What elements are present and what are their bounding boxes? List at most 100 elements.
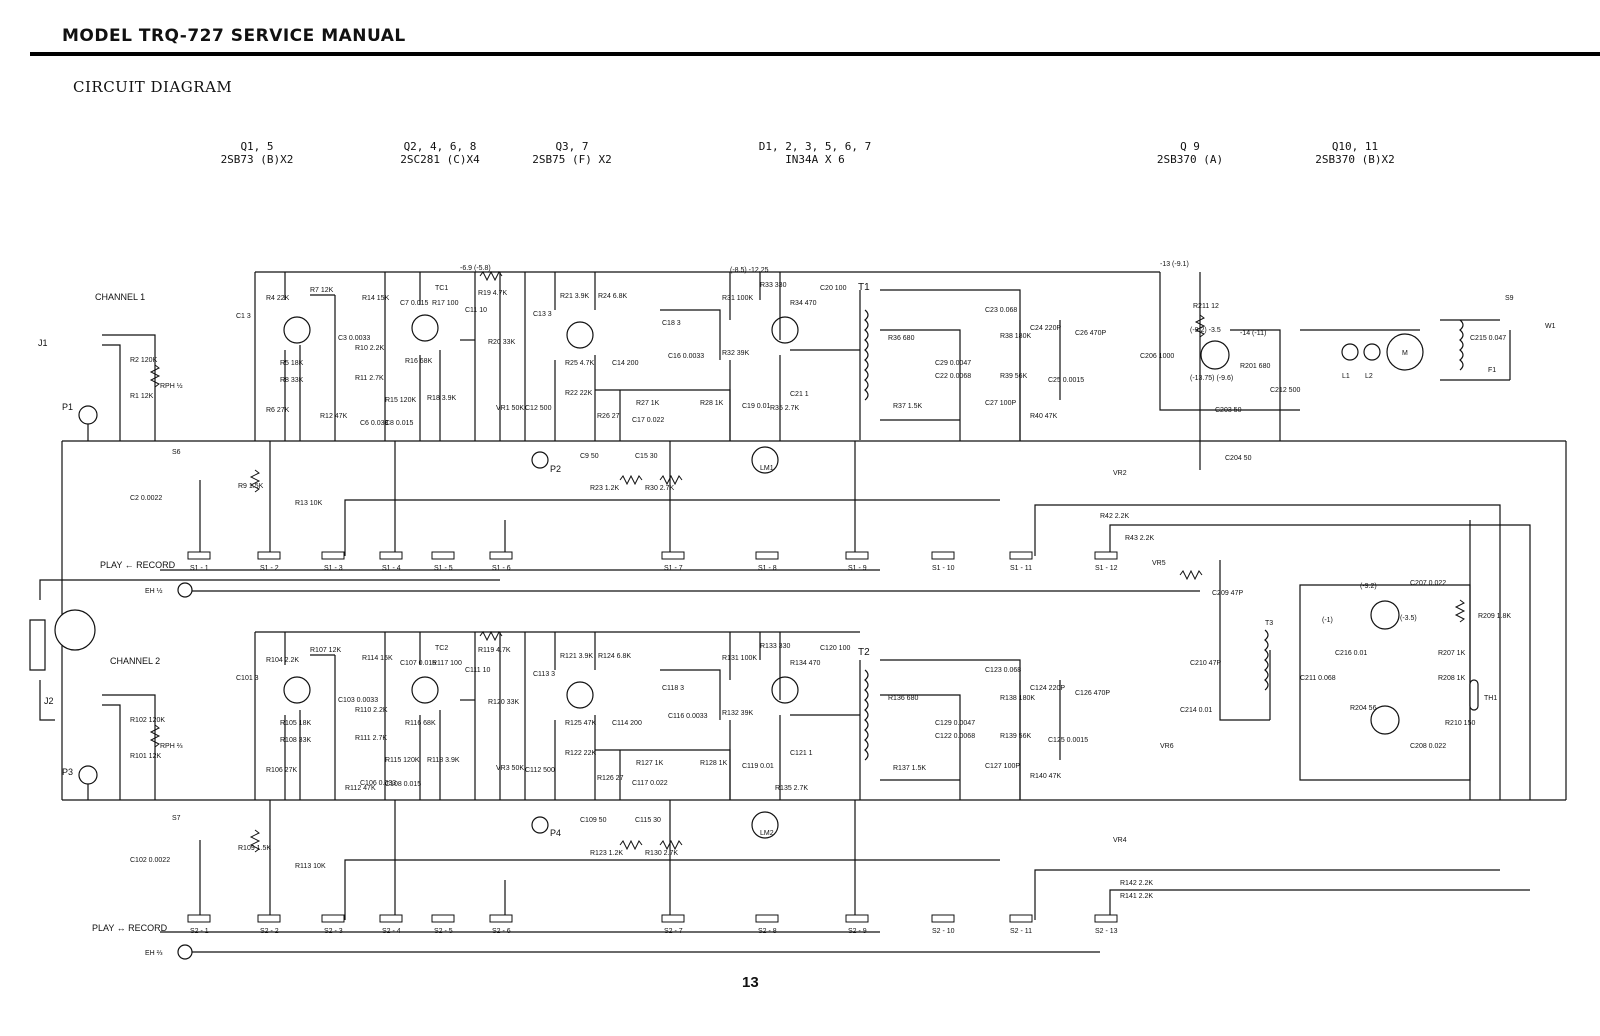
switch-label: S2 - 3 — [324, 928, 343, 935]
comp-label: C2 0.0022 — [130, 495, 162, 502]
section-title: CIRCUIT DIAGRAM — [73, 78, 233, 96]
play-record-1: PLAY ← RECORD — [100, 560, 176, 570]
comp-label: R132 39K — [722, 710, 753, 717]
comp-label: R18 3.9K — [427, 395, 457, 402]
comp-label: R108 33K — [280, 737, 311, 744]
resistor-r23 — [619, 474, 643, 486]
voltage-label: (-9.2) -3.5 — [1190, 327, 1221, 334]
f1-label: F1 — [1488, 367, 1496, 374]
transistor-q6-symbol — [411, 676, 439, 704]
semiconductor-legend-d1: D1, 2, 3, 5, 6, 7 IN34A X 6 — [750, 140, 880, 166]
semi-ref: Q 9 — [1180, 140, 1200, 153]
comp-label: R138 180K — [1000, 695, 1035, 702]
comp-label: R121 3.9K — [560, 653, 593, 660]
comp-label: C126 470P — [1075, 690, 1110, 697]
comp-label: R114 15K — [362, 655, 393, 662]
comp-label: C122 0.0068 — [935, 733, 975, 740]
comp-label: TC1 — [435, 285, 448, 292]
comp-label: R119 4.7K — [478, 647, 511, 654]
jack-p1 — [78, 405, 98, 425]
comp-label: R2 120K — [130, 357, 158, 364]
comp-label: C129 0.0047 — [935, 720, 975, 727]
comp-label: C103 0.0033 — [338, 697, 378, 704]
switch-label: S2 - 5 — [434, 928, 453, 935]
play-record-2: PLAY ↔ RECORD — [92, 923, 168, 933]
comp-label: R16 68K — [405, 358, 433, 365]
comp-label: R207 1K — [1438, 650, 1466, 657]
comp-label: C121 1 — [790, 750, 813, 757]
comp-label: R22 22K — [565, 390, 593, 397]
transistor-q8-symbol — [771, 676, 799, 704]
vr3-label: VR3 50K — [496, 765, 524, 772]
resistor-r19 — [479, 270, 503, 282]
comp-label: C114 200 — [612, 720, 642, 727]
comp-label: C111 10 — [465, 667, 491, 674]
semi-ref: Q1, 5 — [240, 140, 274, 153]
comp-label: R6 27K — [266, 407, 290, 414]
transistor-q9-symbol — [1200, 340, 1230, 370]
semiconductor-legend-q9: Q 9 2SB370 (A) — [1140, 140, 1240, 166]
comp-label: R112 47K — [345, 785, 376, 792]
voltage-label: (-13.75) (-9.6) — [1190, 375, 1233, 382]
switch-label: S1 - 8 — [758, 565, 777, 572]
comp-label: C119 0.01 — [742, 763, 774, 770]
jack-j2-label: J2 — [44, 696, 54, 706]
comp-label: C21 1 — [790, 391, 809, 398]
resistor-r109 — [249, 829, 261, 853]
comp-label: R31 100K — [722, 295, 753, 302]
comp-label: R13 10K — [295, 500, 323, 507]
comp-label: R139 56K — [1000, 733, 1031, 740]
switch-label: S2 - 1 — [190, 928, 209, 935]
comp-label: C1 3 — [236, 313, 251, 320]
comp-label: R107 12K — [310, 647, 341, 654]
comp-label: R7 12K — [310, 287, 334, 294]
rph1-label: RPH ½ — [160, 382, 183, 390]
transistor-q5-symbol — [283, 676, 311, 704]
switch-label: S2 - 13 — [1095, 928, 1118, 935]
comp-label: C14 200 — [612, 360, 639, 367]
s9-label: S9 — [1505, 295, 1514, 302]
comp-label: R122 22K — [565, 750, 596, 757]
comp-label: R28 1K — [700, 400, 724, 407]
comp-label: R12 47K — [320, 413, 348, 420]
vr4-label: VR4 — [1113, 837, 1127, 844]
comp-label: C118 3 — [662, 685, 684, 692]
semi-ref: Q10, 11 — [1331, 140, 1379, 153]
lamp-l1-label: L1 — [1342, 373, 1350, 380]
comp-label: R38 180K — [1000, 333, 1031, 340]
semi-part: 2SB370 (B)X2 — [1315, 153, 1395, 166]
semi-part: 2SB73 (B)X2 — [220, 153, 294, 166]
comp-label: C3 0.0033 — [338, 335, 370, 342]
transformer-t3-coil — [1264, 629, 1269, 691]
comp-label: C9 50 — [580, 453, 599, 460]
comp-label: R35 2.7K — [770, 405, 800, 412]
jack-p2 — [531, 451, 549, 469]
comp-label: R23 1.2K — [590, 485, 620, 492]
page-header-title: MODEL TRQ-727 SERVICE MANUAL — [62, 26, 406, 46]
comp-label: C214 0.01 — [1180, 707, 1212, 714]
comp-label: R43 2.2K — [1125, 535, 1155, 542]
comp-label: C211 0.068 — [1300, 675, 1336, 682]
comp-label: C117 0.022 — [632, 780, 668, 787]
switch-label: S1 - 7 — [664, 565, 683, 572]
comp-label: R140 47K — [1030, 773, 1061, 780]
comp-label: C18 3 — [662, 320, 681, 327]
comp-label: TC2 — [435, 645, 448, 652]
comp-label: C208 0.022 — [1410, 743, 1446, 750]
comp-label: R24 6.8K — [598, 293, 628, 300]
comp-label: R32 39K — [722, 350, 750, 357]
switch-label: S1 - 9 — [848, 565, 867, 572]
eh1-head — [177, 582, 193, 598]
comp-label: R128 1K — [700, 760, 728, 767]
motor-symbol — [1386, 333, 1424, 371]
switch-label: S2 - 6 — [492, 928, 511, 935]
vr5-label: VR5 — [1152, 560, 1166, 567]
comp-label: C115 30 — [635, 817, 661, 824]
semi-part: 2SB75 (F) X2 — [532, 153, 612, 166]
switch-label: S2 - 4 — [382, 928, 401, 935]
comp-label: C22 0.0068 — [935, 373, 971, 380]
jack-j1-label: J1 — [38, 338, 48, 348]
comp-label: R11 2.7K — [355, 375, 384, 382]
voltage-label: (-1) — [1322, 617, 1333, 624]
comp-label: C23 0.068 — [985, 307, 1017, 314]
